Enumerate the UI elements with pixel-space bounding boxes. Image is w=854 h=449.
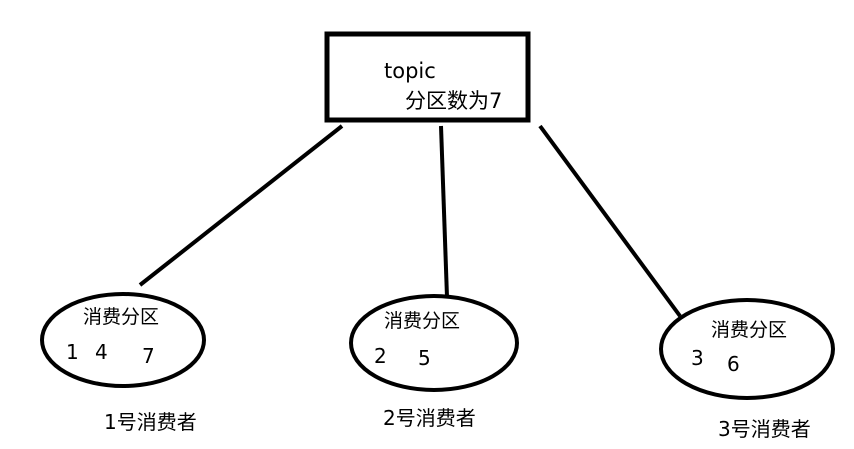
- connector-consumer-3: [538, 124, 682, 318]
- topic-box: [324, 31, 531, 123]
- consumer-3-name: 3号消费者: [718, 417, 811, 441]
- consumer-3-partition: 6: [727, 352, 740, 376]
- consumer-2-partition-label: 消费分区: [384, 310, 461, 332]
- topic-partition-count: 分区数为7: [405, 89, 503, 113]
- consumer-3-partition: 3: [691, 346, 704, 370]
- topic-title: topic: [384, 59, 436, 83]
- consumer-2-ellipse: [349, 294, 519, 392]
- consumer-1-name: 1号消费者: [104, 410, 197, 434]
- connector-consumer-1: [138, 124, 344, 287]
- consumer-1-partition-label: 消费分区: [83, 306, 160, 328]
- consumer-2-partition: 5: [418, 346, 431, 370]
- consumer-2-partition: 2: [374, 344, 387, 368]
- consumer-1-ellipse: [40, 292, 206, 388]
- consumer-1-partition: 7: [142, 344, 155, 368]
- consumer-1-partition: 4: [95, 340, 108, 364]
- consumer-1-partition: 1: [66, 340, 79, 364]
- consumer-3-partition-label: 消费分区: [711, 319, 788, 341]
- consumer-3-ellipse: [659, 298, 835, 400]
- connector-consumer-2: [439, 125, 449, 298]
- consumer-2-name: 2号消费者: [383, 406, 476, 430]
